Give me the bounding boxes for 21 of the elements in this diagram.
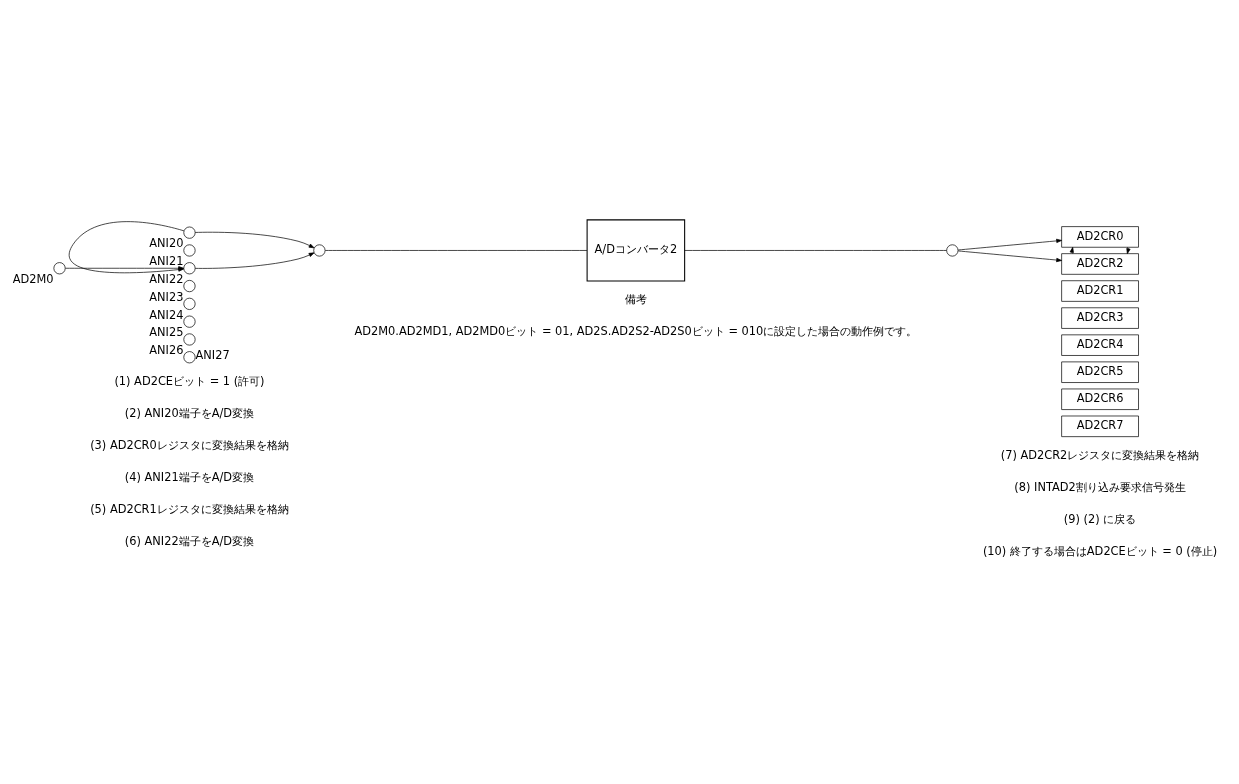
label: (2) ANI20端子をA/D変換 xyxy=(124,405,255,420)
label: (3) AD2CR0レジスタに変換結果を格納 xyxy=(90,437,289,452)
label: (1) AD2CEビット = 1 (許可) xyxy=(114,373,265,388)
node-label: ANI24 xyxy=(149,307,184,322)
node-label: ANI20 xyxy=(149,235,184,250)
node-label: ANI25 xyxy=(149,324,184,339)
label: (9) (2) に戻る xyxy=(1063,511,1137,526)
label: AD2M0.AD2MD1, AD2MD0ビット = 01, AD2S.AD2S2-AD2S0ビット = 010に設定した場合の動作例です。 xyxy=(354,323,918,338)
node-label: ANI26 xyxy=(149,342,184,357)
node-label: AD2M0 xyxy=(12,271,54,286)
label: (6) ANI22端子をA/D変換 xyxy=(124,533,255,548)
node-label: ANI23 xyxy=(149,289,184,304)
node-label: ANI21 xyxy=(149,253,184,268)
node-label: ANI27 xyxy=(195,347,230,362)
label: (7) AD2CR2レジスタに変換結果を格納 xyxy=(1000,447,1200,462)
label: (4) ANI21端子をA/D変換 xyxy=(124,469,255,484)
label: (8) INTAD2割り込み要求信号発生 xyxy=(1014,479,1186,494)
label: (10) 終了する場合はAD2CEビット = 0 (停止) xyxy=(982,543,1218,558)
label: 備考 xyxy=(624,291,647,306)
node-label: ANI22 xyxy=(149,271,184,286)
label: (5) AD2CR1レジスタに変換結果を格納 xyxy=(90,501,289,516)
